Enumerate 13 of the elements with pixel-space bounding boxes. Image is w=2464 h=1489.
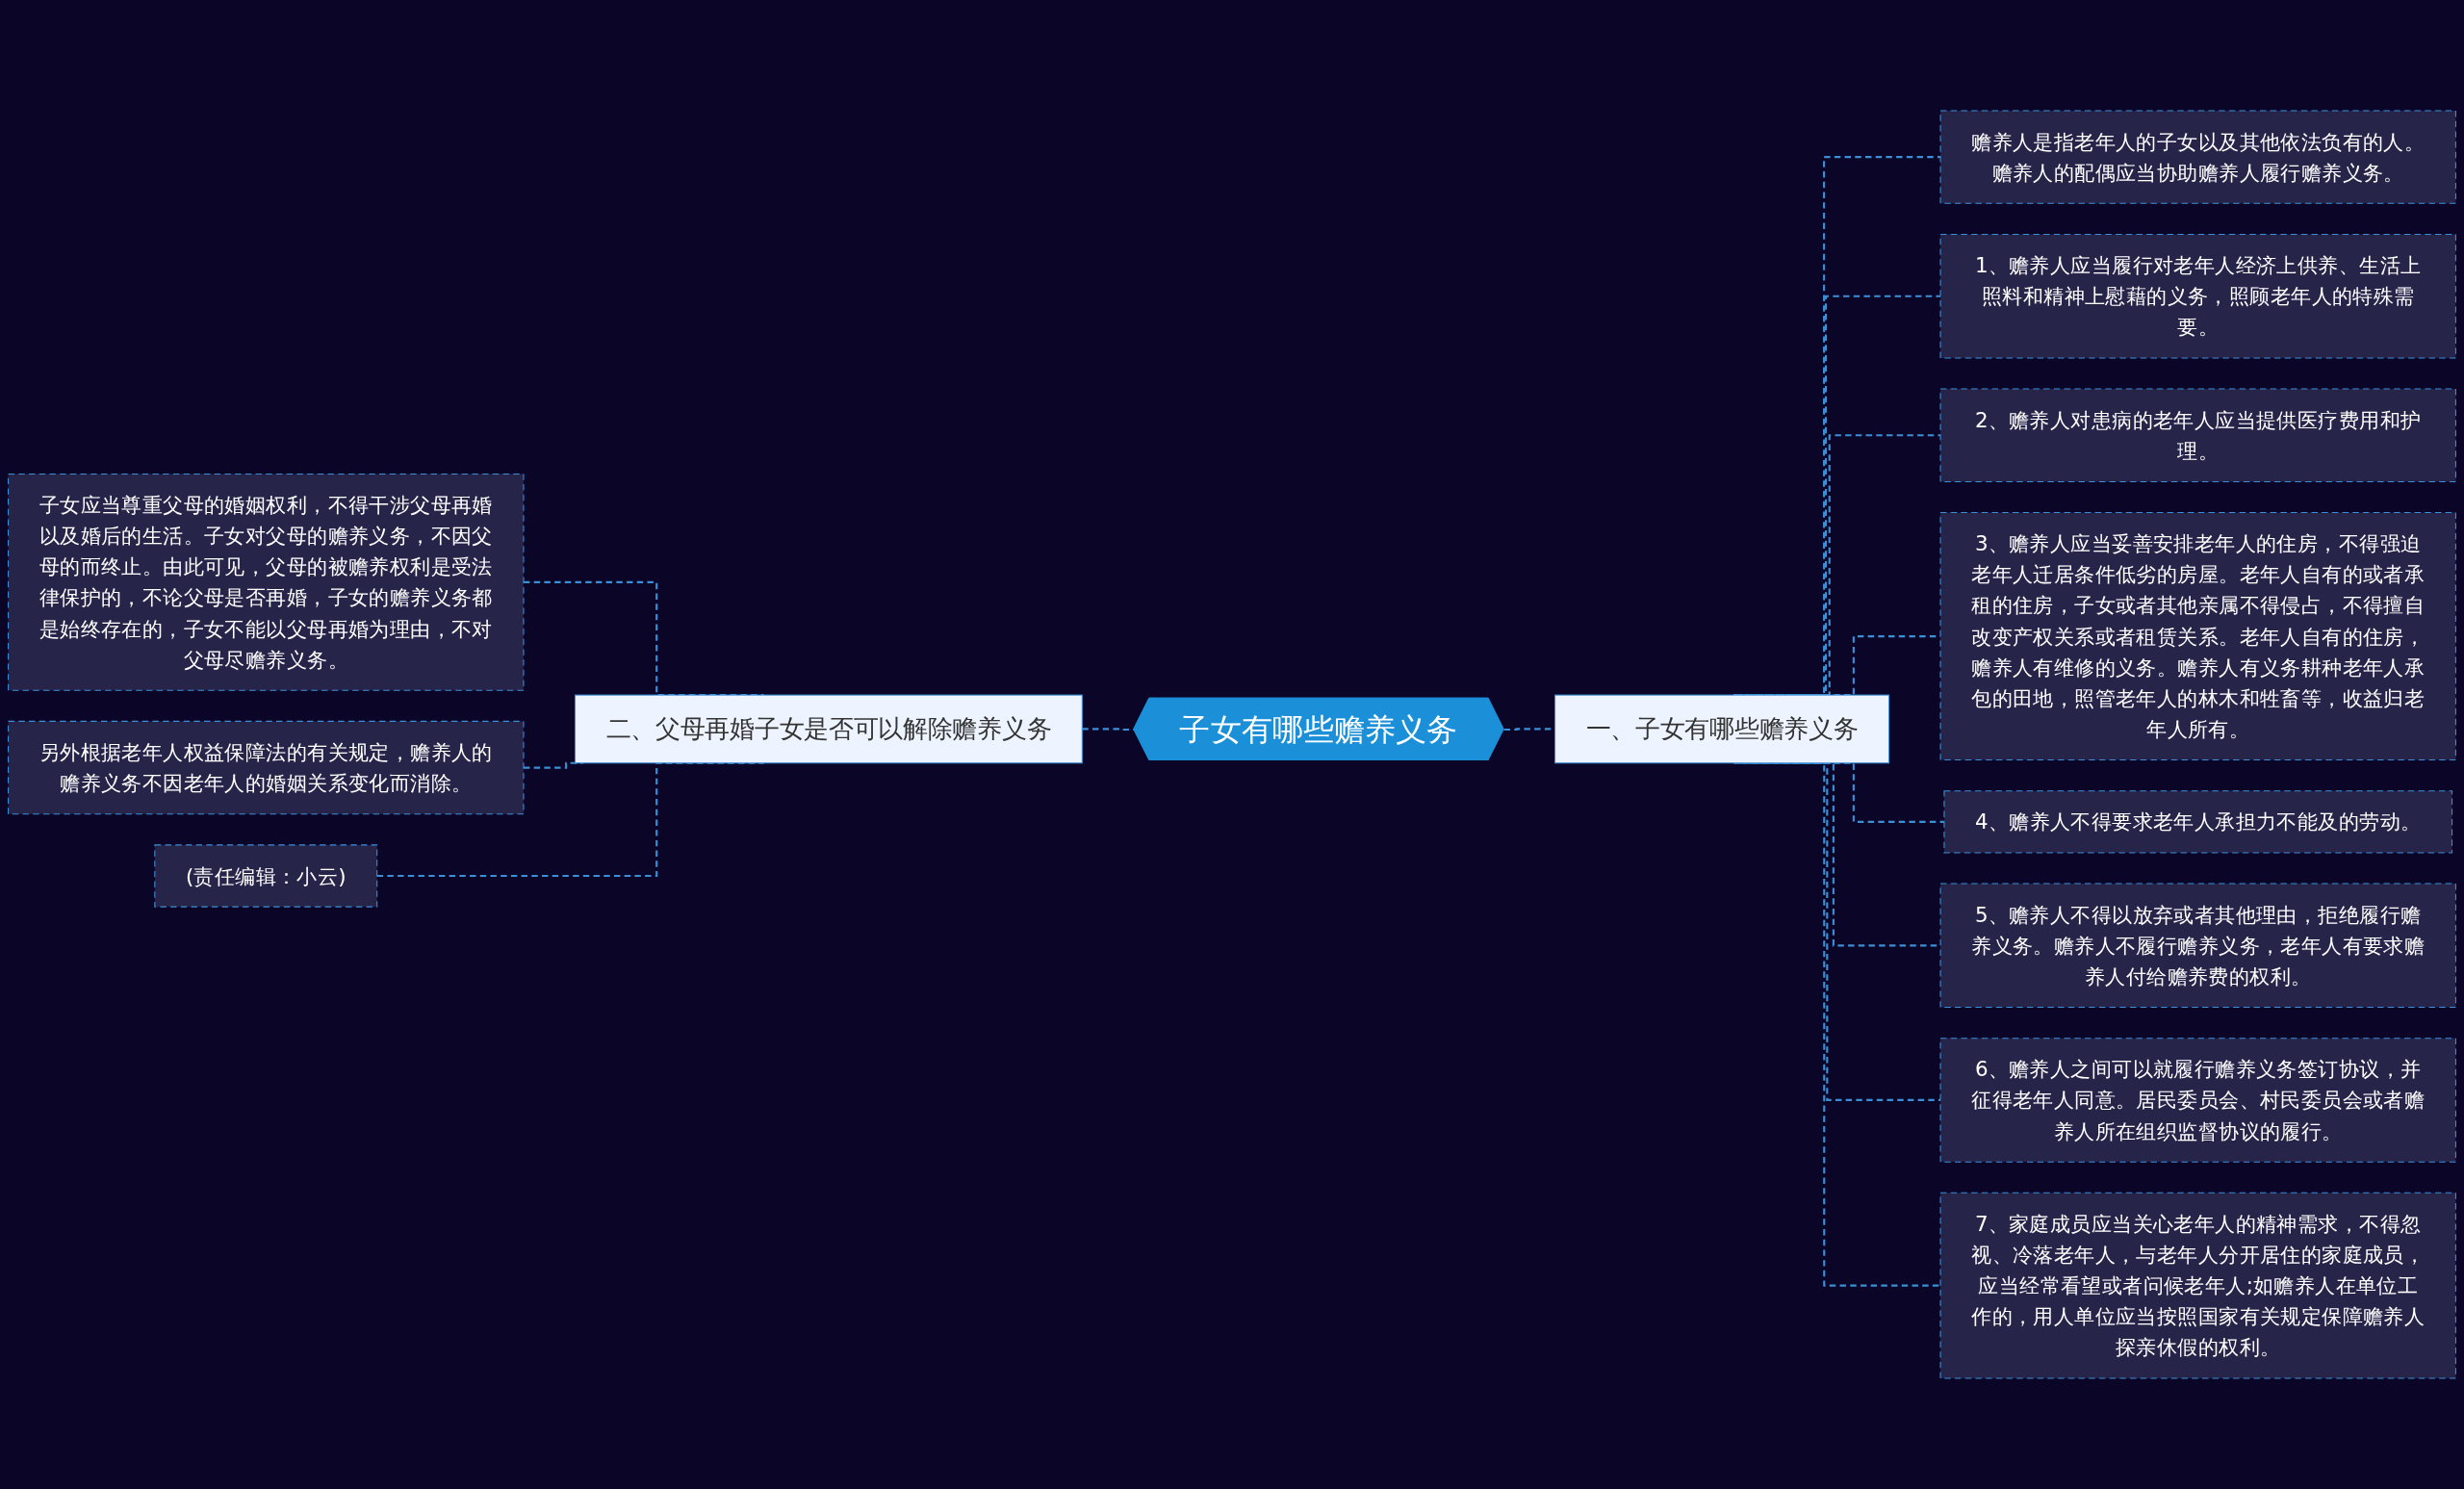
node-box: 5、赡养人不得以放弃或者其他理由，拒绝履行赡养义务。赡养人不履行赡养义务，老年人有要求赡养人付给赡养费的权利。 (1939, 883, 2456, 1009)
node-box: 子女应当尊重父母的婚姻权利，不得干涉父母再婚以及婚后的生活。子女对父母的赡养义务，不因父母的而终止。由此可见，父母的被赡养权利是受法律保护的，不论父母是否再婚，子女的赡养义务都是始终存在的，子女不能以父母再婚为理由，不对父母尽赡养义务。 (8, 473, 525, 691)
node-box: 2、赡养人对患病的老年人应当提供医疗费用和护理。 (1939, 388, 2456, 482)
node-box: 7、家庭成员应当关心老年人的精神需求，不得忽视、冷落老年人，与老年人分开居住的家庭成员，应当经常看望或者问候老年人;如赡养人在单位工作的，用人单位应当按照国家有关规定保障赡养人探亲休假的权利。 (1939, 1192, 2456, 1379)
node-box: 3、赡养人应当妥善安排老年人的住房，不得强迫老年人迁居条件低劣的房屋。老年人自有的或者承租的住房，子女或者其他亲属不得侵占，不得擅自改变产权关系或者租赁关系。老年人自有的住房，赡养人有维修的义务。赡养人有义务耕种老年人承包的田地，照管老年人的林木和牲畜等，收益归老年人所有。 (1939, 512, 2456, 761)
node-box: 赡养人是指老年人的子女以及其他依法负有的人。赡养人的配偶应当协助赡养人履行赡养义务。 (1939, 110, 2456, 204)
node-box: 4、赡养人不得要求老年人承担力不能及的劳动。 (1943, 790, 2453, 854)
node-box: 另外根据老年人权益保障法的有关规定，赡养人的赡养义务不因老年人的婚姻关系变化而消除。 (8, 720, 525, 815)
node-box: 1、赡养人应当履行对老年人经济上供养、生活上照料和精神上慰藉的义务，照顾老年人的特殊需要。 (1939, 233, 2456, 359)
node-box: 6、赡养人之间可以就履行赡养义务签订协议，并征得老年人同意。居民委员会、村民委员会或者赡养人所在组织监督协议的履行。 (1939, 1038, 2456, 1163)
node-box: 二、父母再婚子女是否可以解除赡养义务 (574, 694, 1083, 764)
node-box: (责任编辑：小云) (154, 844, 378, 908)
node-box: 一、子女有哪些赡养义务 (1554, 694, 1890, 764)
